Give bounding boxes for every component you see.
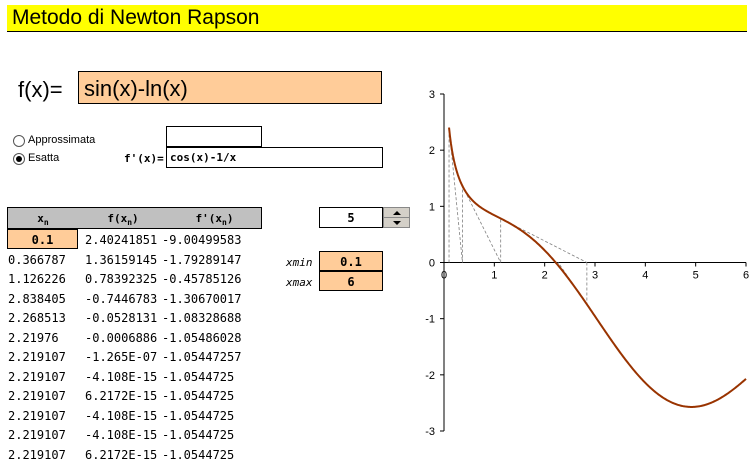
cell-fx: 0.78392325 — [85, 272, 158, 286]
cell-fx: -4.108E-15 — [85, 428, 158, 442]
x-tick-label: 2 — [542, 270, 548, 282]
spinner-up-button[interactable] — [384, 208, 409, 218]
cell-fx: -4.108E-15 — [85, 408, 158, 423]
cell-x: 2.268513 — [8, 311, 66, 325]
x0-input[interactable]: 0.1 — [7, 229, 78, 249]
xmax-value: 6 — [347, 275, 355, 289]
cell-fx: 6.2172E-15 — [85, 447, 158, 462]
iterations-value: 5 — [347, 211, 355, 225]
header-xn: xn — [37, 212, 49, 228]
function-curve — [448, 127, 747, 408]
iterations-input[interactable]: 5 — [319, 207, 383, 228]
cell-dfx: -1.0544725 — [162, 369, 235, 384]
cell-fx: 2.40241851 — [85, 233, 158, 247]
y-tick-label: 0 — [429, 258, 435, 270]
cell-dfx: -1.0544725 — [162, 428, 235, 442]
function-expression: sin(x)-ln(x) — [84, 76, 188, 101]
page-title: Metodo di Newton Rapson — [12, 6, 260, 29]
cell-x: 1.126226 — [8, 272, 66, 286]
y-tick-label: -1 — [425, 314, 435, 326]
cell-fx: -0.0528131 — [85, 311, 158, 325]
title-bar: Metodo di Newton Rapson — [7, 5, 747, 32]
y-tick-label: -2 — [425, 370, 435, 382]
radio-esatta-label: Esatta — [28, 152, 60, 164]
x-tick-label: 6 — [743, 270, 749, 282]
cell-x: 2.838405 — [8, 291, 66, 306]
derivative-input[interactable]: cos(x)-1/x — [166, 147, 383, 168]
derivative-expression: cos(x)-1/x — [170, 151, 237, 164]
radio-approssimata[interactable] — [13, 135, 25, 147]
cell-x: 0.366787 — [8, 252, 66, 267]
cell-x: 2.219107 — [8, 408, 66, 423]
triangle-down-icon — [393, 221, 401, 225]
cell-dfx: -1.0544725 — [162, 389, 235, 403]
cell-fx: -0.0006886 — [85, 330, 158, 345]
x-tick-label: 0 — [441, 270, 447, 282]
xmax-input[interactable]: 6 — [319, 271, 383, 291]
cell-dfx: -1.0544725 — [162, 447, 235, 462]
cell-x: 2.219107 — [8, 350, 66, 364]
cell-x: 2.21976 — [8, 330, 59, 345]
cell-x: 2.219107 — [8, 428, 66, 442]
y-tick-label: 1 — [429, 201, 435, 213]
cell-x: 2.219107 — [8, 389, 66, 403]
cell-fx: 1.36159145 — [85, 252, 158, 267]
header-fxn: f(xn) — [107, 212, 139, 228]
cell-x: 2.219107 — [8, 369, 66, 384]
x0-value: 0.1 — [31, 233, 54, 247]
x-tick-label: 1 — [491, 270, 497, 282]
cell-fx: 6.2172E-15 — [85, 389, 158, 403]
table-header: xn f(xn) f'(xn) — [7, 207, 262, 229]
y-tick-label: 2 — [429, 145, 435, 157]
derivative-label: f'(x)= — [124, 152, 164, 165]
y-tick-label: -3 — [425, 426, 435, 438]
spinner-down-button[interactable] — [384, 218, 409, 227]
cell-dfx: -9.00499583 — [162, 233, 242, 247]
tangent-line — [462, 185, 502, 263]
function-input[interactable]: sin(x)-ln(x) — [78, 71, 382, 104]
cell-dfx: -1.08328688 — [162, 311, 242, 325]
cell-fx: -0.7446783 — [85, 291, 158, 306]
cell-fx: -1.265E-07 — [85, 350, 158, 364]
y-tick-label: 3 — [429, 89, 435, 101]
xmax-label: xmax — [286, 276, 313, 289]
cell-dfx: -1.30670017 — [162, 291, 242, 306]
xmin-input[interactable]: 0.1 — [319, 251, 383, 271]
function-chart: 0 1 2 3 4 5 6 3 2 1 0 -1 -2 -3 — [425, 89, 749, 438]
cell-fx: -4.108E-15 — [85, 369, 158, 384]
x-tick-label: 3 — [592, 270, 598, 282]
approx-value-input[interactable] — [166, 126, 262, 147]
cell-dfx: -0.45785126 — [162, 272, 242, 286]
function-label: f(x)= — [18, 77, 63, 102]
cell-dfx: -1.79289147 — [162, 252, 242, 267]
cell-x: 2.219107 — [8, 447, 66, 462]
triangle-up-icon — [393, 211, 401, 215]
xmin-value: 0.1 — [340, 255, 362, 269]
xmin-label: xmin — [286, 256, 313, 269]
cell-dfx: -1.0544725 — [162, 408, 235, 423]
radio-esatta[interactable] — [13, 153, 25, 165]
header-dfxn: f'(xn) — [195, 212, 234, 228]
cell-dfx: -1.05486028 — [162, 330, 242, 345]
radio-approssimata-label: Approssimata — [28, 134, 96, 146]
x-tick-label: 4 — [642, 270, 648, 282]
iterations-spinner[interactable] — [383, 207, 410, 228]
cell-dfx: -1.05447257 — [162, 350, 242, 364]
x-tick-label: 5 — [693, 270, 699, 282]
